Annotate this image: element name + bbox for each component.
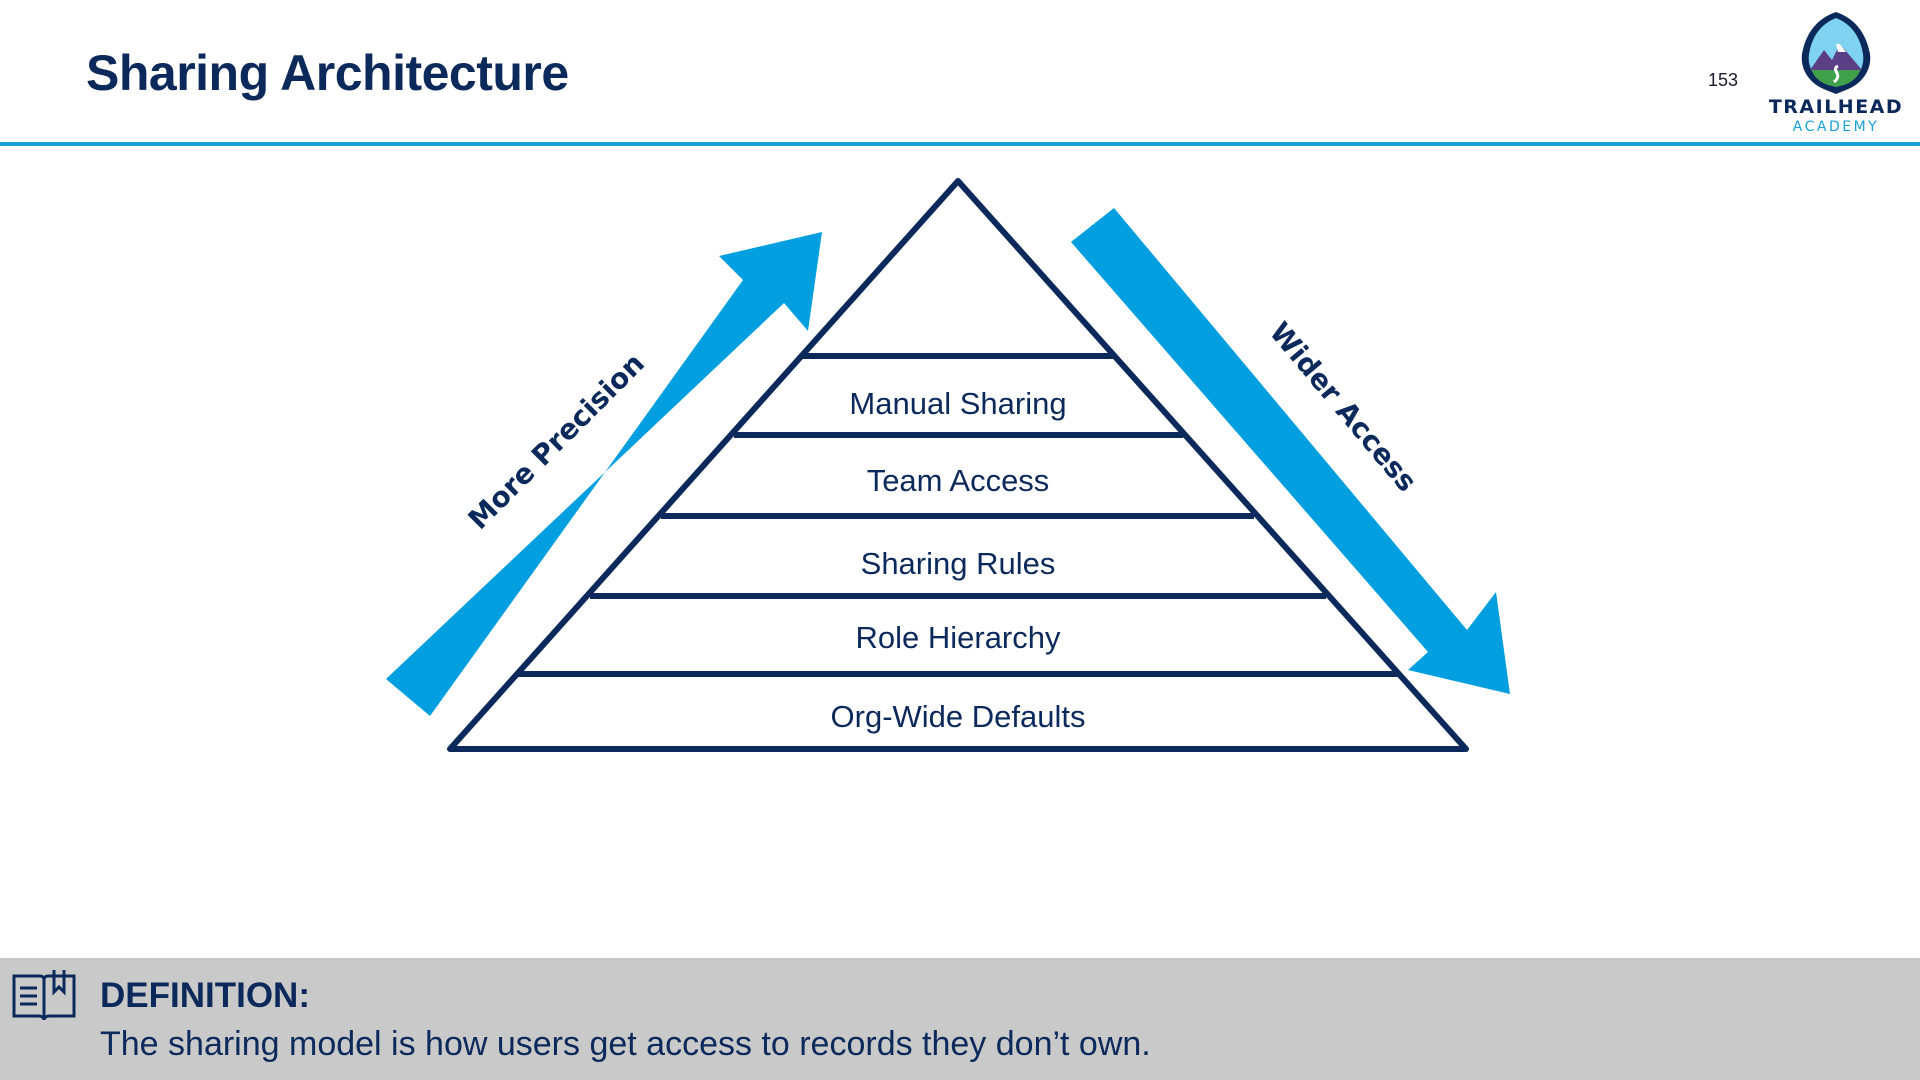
definition-bar bbox=[0, 958, 1920, 1080]
logo-wordmark-trailhead: TRAILHEAD bbox=[1768, 96, 1904, 118]
trailhead-logo-icon bbox=[1801, 12, 1871, 94]
pyramid-outline bbox=[447, 178, 1469, 752]
tier-label-role-hierarchy: Role Hierarchy bbox=[855, 620, 1061, 655]
more-precision-label: More Precision bbox=[462, 347, 651, 536]
wider-access-arrow bbox=[1071, 208, 1510, 694]
tier-label-team-access: Team Access bbox=[867, 463, 1050, 498]
page-number: 153 bbox=[1708, 70, 1739, 90]
sharing-pyramid-diagram: More Precision Wider Access Manual Shari… bbox=[386, 178, 1510, 752]
tier-label-sharing-rules: Sharing Rules bbox=[861, 546, 1056, 581]
slide-title: Sharing Architecture bbox=[86, 45, 569, 101]
open-book-icon bbox=[12, 970, 76, 1021]
tier-label-org-wide-defaults: Org-Wide Defaults bbox=[831, 699, 1086, 734]
definition-text: The sharing model is how users get acces… bbox=[100, 1025, 1151, 1063]
definition-heading: DEFINITION: bbox=[100, 976, 310, 1015]
title-divider bbox=[0, 142, 1920, 146]
more-precision-arrow bbox=[386, 232, 822, 716]
tier-label-manual-sharing: Manual Sharing bbox=[849, 386, 1066, 421]
logo-wordmark-academy: ACADEMY bbox=[1792, 119, 1880, 135]
